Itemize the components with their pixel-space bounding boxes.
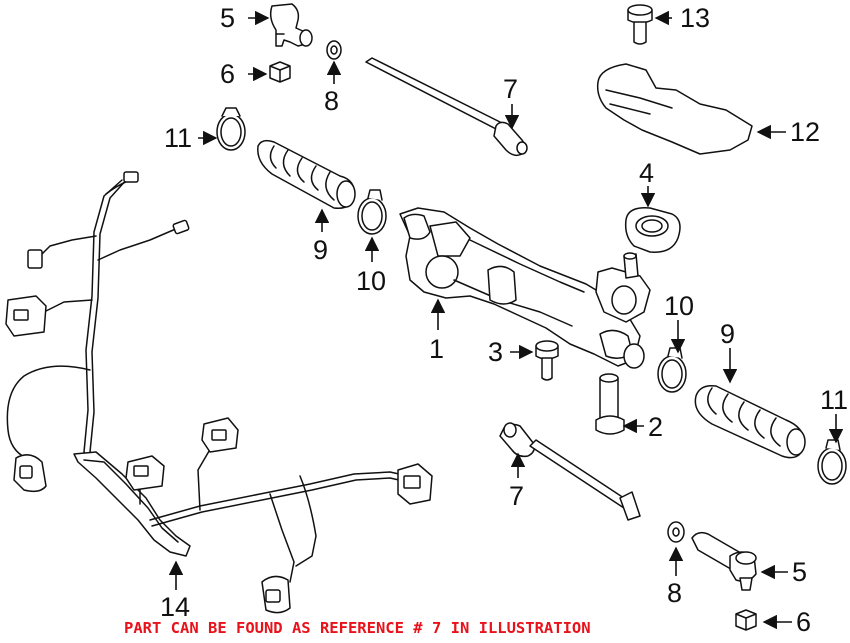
washer-bottom: [667, 521, 685, 543]
callout-4: 4: [639, 158, 654, 188]
callout-9-right: 9: [720, 319, 735, 349]
washer-top: [326, 40, 342, 60]
steering-rack-1: [399, 207, 651, 369]
callout-10-right: 10: [664, 291, 694, 321]
callout-6-top: 6: [220, 59, 235, 89]
bolt-3: [535, 340, 559, 381]
bellows-boot-top: [257, 139, 356, 209]
clamp-10-top: [357, 189, 387, 235]
callout-13: 13: [680, 3, 710, 33]
tie-rod-end-top: [269, 3, 313, 47]
callout-5-top: 5: [220, 3, 235, 33]
footnote: PART CAN BE FOUND AS REFERENCE # 7 IN IL…: [124, 619, 591, 637]
callout-11-right: 11: [820, 385, 848, 415]
nut-top: [269, 61, 291, 83]
callout-5-bottom: 5: [792, 557, 807, 587]
bellows-boot-right: [694, 384, 806, 459]
callout-7-bottom: 7: [509, 481, 524, 511]
callout-2: 2: [648, 412, 663, 442]
tie-rod-end-bottom: [691, 531, 757, 591]
nut-bottom: [735, 609, 757, 631]
callout-6-bottom: 6: [796, 607, 811, 637]
heat-shield-12: [596, 63, 753, 155]
inner-tie-rod-bottom: [499, 422, 641, 521]
callout-9-top: 9: [313, 235, 328, 265]
bolt-2: [595, 373, 625, 435]
callout-10-top: 10: [356, 266, 386, 296]
wiring-harness-14: [5, 171, 433, 614]
callout-3: 3: [488, 337, 503, 367]
callout-7-top: 7: [503, 74, 518, 104]
callout-14: 14: [160, 592, 190, 622]
inner-tie-rod-top: [365, 57, 528, 157]
callout-12: 12: [790, 117, 820, 147]
clamp-11-right: [817, 439, 847, 485]
clamp-11-top: [216, 107, 246, 151]
mount-bushing-4: [624, 207, 681, 253]
bolt-13: [627, 4, 653, 45]
callout-8-bottom: 8: [667, 578, 682, 608]
callout-1: 1: [429, 334, 444, 364]
callout-8-top: 8: [324, 86, 339, 116]
clamp-10-right: [657, 347, 687, 393]
callout-11-top: 11: [164, 123, 192, 153]
